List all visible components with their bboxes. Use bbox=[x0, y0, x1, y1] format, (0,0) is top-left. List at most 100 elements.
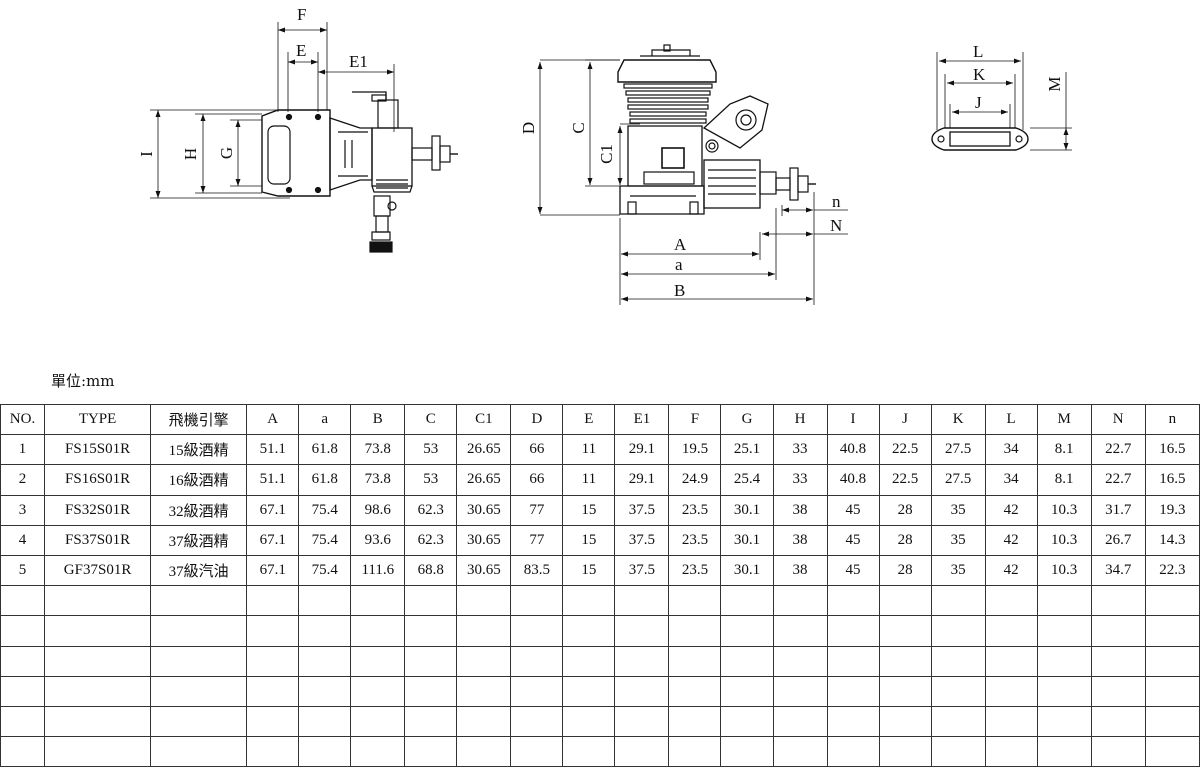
table-cell: 73.8 bbox=[350, 464, 406, 496]
table-cell: 35 bbox=[930, 494, 986, 526]
table-cell bbox=[1144, 645, 1200, 677]
table-cell bbox=[298, 615, 352, 647]
table-cell bbox=[562, 736, 616, 768]
table-cell bbox=[150, 675, 248, 707]
table-cell bbox=[614, 615, 670, 647]
engine-dimension-drawing: F E E1 I H G bbox=[137, 5, 1072, 305]
table-cell bbox=[350, 615, 406, 647]
table-cell bbox=[826, 675, 880, 707]
table-cell bbox=[44, 705, 152, 738]
table-cell bbox=[456, 675, 512, 707]
table-cell: 27.5 bbox=[930, 434, 986, 466]
table-cell bbox=[826, 615, 880, 647]
table-cell: 98.6 bbox=[350, 494, 406, 526]
table-cell bbox=[44, 645, 152, 677]
table-cell bbox=[246, 645, 300, 677]
table-cell bbox=[246, 585, 300, 617]
table-cell bbox=[350, 675, 406, 707]
table-cell bbox=[720, 736, 774, 768]
table-cell bbox=[0, 705, 46, 738]
table-cell: 77 bbox=[510, 494, 564, 526]
table-cell bbox=[1036, 736, 1092, 768]
table-cell bbox=[826, 736, 880, 768]
table-cell bbox=[1090, 736, 1146, 768]
table-cell: 23.5 bbox=[668, 524, 722, 556]
table-cell: 28 bbox=[878, 554, 932, 587]
table-row bbox=[0, 645, 1200, 677]
table-cell bbox=[150, 615, 248, 647]
table-cell bbox=[984, 736, 1038, 768]
mount-plate-labels: L K J M bbox=[973, 42, 1064, 112]
front-view-labels: D C C1 A a B n N bbox=[519, 122, 842, 300]
column-header: L bbox=[984, 403, 1038, 436]
label-n: n bbox=[832, 192, 841, 211]
table-cell: 77 bbox=[510, 524, 564, 556]
table-cell bbox=[614, 585, 670, 617]
table-cell bbox=[298, 585, 352, 617]
column-header: TYPE bbox=[44, 403, 152, 436]
table-cell: 22.5 bbox=[878, 464, 932, 496]
mount-plate-view bbox=[931, 52, 1072, 151]
table-cell: 61.8 bbox=[298, 434, 352, 466]
table-cell bbox=[0, 615, 46, 647]
table-cell bbox=[668, 585, 722, 617]
table-cell bbox=[772, 615, 828, 647]
table-cell: 66 bbox=[510, 434, 564, 466]
table-cell: 30.65 bbox=[456, 524, 512, 556]
table-cell: 25.1 bbox=[720, 434, 774, 466]
table-cell bbox=[720, 615, 774, 647]
table-cell bbox=[456, 736, 512, 768]
table-cell bbox=[246, 675, 300, 707]
table-row bbox=[0, 615, 1200, 647]
table-cell bbox=[456, 705, 512, 738]
table-cell bbox=[0, 645, 46, 677]
table-cell: 35 bbox=[930, 524, 986, 556]
table-cell bbox=[1036, 615, 1092, 647]
table-cell: 22.7 bbox=[1090, 464, 1146, 496]
table-cell: 38 bbox=[772, 524, 828, 556]
table-cell bbox=[562, 705, 616, 738]
label-F: F bbox=[297, 5, 306, 24]
table-cell bbox=[1036, 675, 1092, 707]
table-cell bbox=[350, 645, 406, 677]
table-cell: 30.1 bbox=[720, 494, 774, 526]
table-cell bbox=[984, 645, 1038, 677]
label-J: J bbox=[975, 93, 982, 112]
table-cell bbox=[826, 705, 880, 738]
table-cell bbox=[614, 675, 670, 707]
table-cell: 30.65 bbox=[456, 494, 512, 526]
table-cell: 30.1 bbox=[720, 524, 774, 556]
table-cell bbox=[878, 705, 932, 738]
side-view-labels: F E E1 I H G bbox=[137, 5, 368, 160]
table-cell bbox=[826, 585, 880, 617]
table-cell: 66 bbox=[510, 464, 564, 496]
table-cell bbox=[404, 675, 458, 707]
column-header: N bbox=[1090, 403, 1146, 436]
table-cell bbox=[150, 645, 248, 677]
column-header: A bbox=[246, 403, 300, 436]
table-cell bbox=[150, 736, 248, 768]
table-cell: GF37S01R bbox=[44, 554, 152, 587]
table-cell bbox=[510, 675, 564, 707]
column-header: 飛機引擎 bbox=[150, 403, 248, 436]
table-cell: 37.5 bbox=[614, 524, 670, 556]
table-cell bbox=[614, 736, 670, 768]
table-cell bbox=[930, 705, 986, 738]
label-E: E bbox=[296, 41, 306, 60]
table-cell bbox=[668, 736, 722, 768]
table-cell bbox=[1036, 705, 1092, 738]
table-cell bbox=[720, 585, 774, 617]
table-cell bbox=[614, 705, 670, 738]
table-cell bbox=[1090, 615, 1146, 647]
label-B: B bbox=[674, 281, 685, 300]
table-cell: 67.1 bbox=[246, 554, 300, 587]
label-M: M bbox=[1045, 76, 1064, 91]
label-A: A bbox=[674, 235, 687, 254]
table-cell: 93.6 bbox=[350, 524, 406, 556]
table-cell bbox=[456, 615, 512, 647]
table-cell: 22.5 bbox=[878, 434, 932, 466]
column-header: G bbox=[720, 403, 774, 436]
